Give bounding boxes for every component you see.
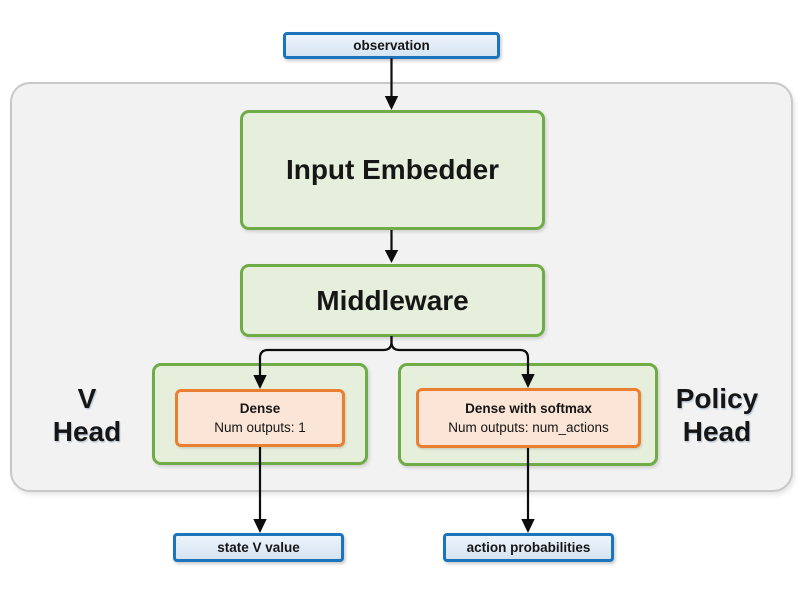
- v-head-label-line1: V: [77, 383, 97, 414]
- action-probabilities-label: action probabilities: [466, 540, 591, 555]
- action-probabilities-node: action probabilities: [443, 533, 614, 562]
- v-head-label: V Head: [29, 382, 145, 448]
- policy-dense-subtitle: Num outputs: num_actions: [448, 420, 609, 435]
- policy-head-label: Policy Head: [659, 382, 775, 448]
- middleware-label: Middleware: [316, 284, 469, 316]
- v-dense-title: Dense: [239, 401, 281, 416]
- input-embedder-node: Input Embedder: [240, 110, 545, 230]
- policy-head-dense-node: Dense with softmax Num outputs: num_acti…: [416, 388, 641, 448]
- v-head-label-line2: Head: [52, 416, 122, 447]
- state-v-value-label: state V value: [217, 540, 300, 555]
- observation-node: observation: [283, 32, 500, 59]
- policy-dense-title: Dense with softmax: [465, 401, 592, 416]
- policy-head-label-line1: Policy: [675, 383, 759, 414]
- state-v-value-node: state V value: [173, 533, 344, 562]
- v-head-dense-node: Dense Num outputs: 1: [175, 389, 345, 447]
- input-embedder-label: Input Embedder: [285, 154, 500, 185]
- v-dense-subtitle: Num outputs: 1: [214, 420, 306, 435]
- policy-head-label-line2: Head: [682, 416, 752, 447]
- middleware-node: Middleware: [240, 264, 545, 337]
- observation-label: observation: [353, 38, 430, 53]
